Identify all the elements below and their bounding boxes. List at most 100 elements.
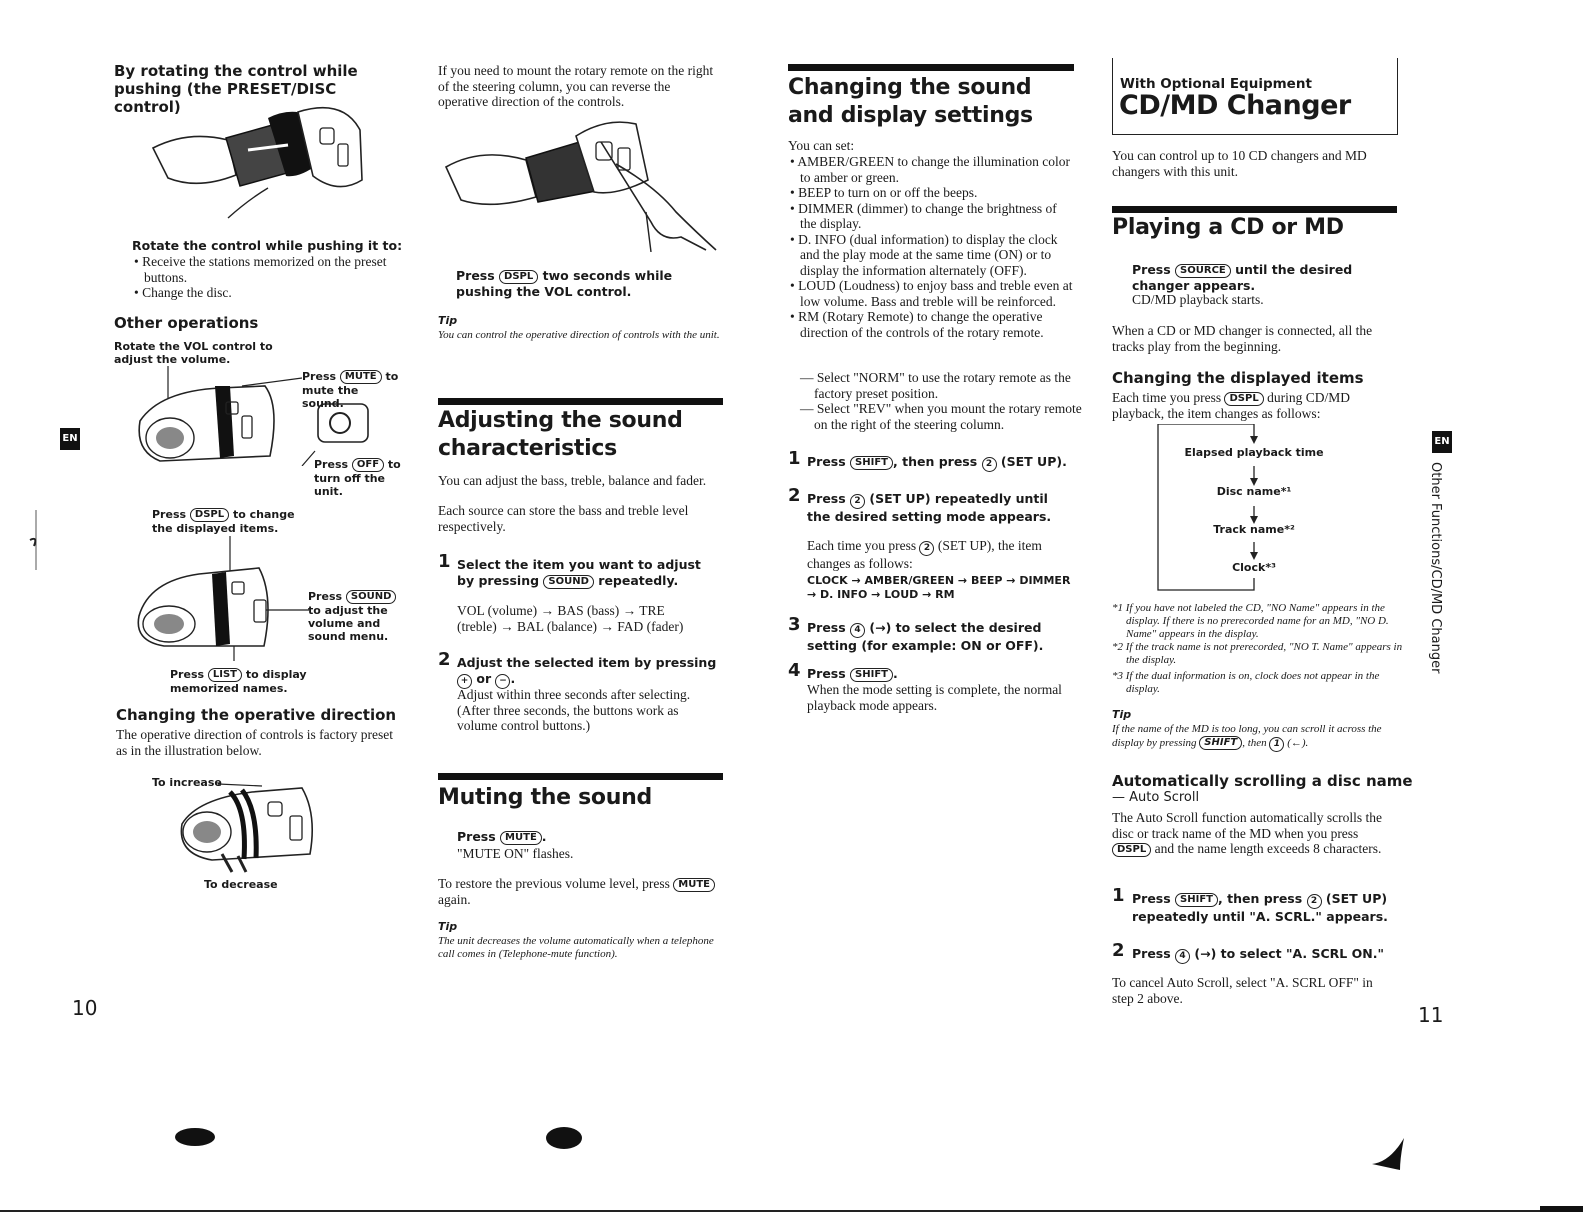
list-item: • D. INFO (dual information) to display …	[790, 231, 1058, 278]
blot-mark	[1372, 1138, 1404, 1170]
section-rule	[438, 773, 723, 780]
display-flow-diagram	[1157, 424, 1258, 591]
dspl-key: DSPL	[1224, 392, 1264, 406]
list-item: • BEEP to turn on or off the beeps.	[790, 185, 978, 200]
section-rule	[1112, 206, 1397, 213]
rotate-heading: By rotating the control while pushing (t…	[114, 62, 358, 116]
mute-tip-label: Tip	[438, 920, 458, 933]
step-number: 2	[438, 649, 451, 670]
blot-mark	[546, 1127, 582, 1149]
setup-step-4: Press SHIFT.	[807, 666, 898, 682]
tip-text: You can control the operative direction …	[438, 329, 720, 341]
press-dspl-step: Press DSPL two seconds while pushing the…	[456, 268, 673, 299]
footnote-3: *3 If the dual information is on, clock …	[1112, 670, 1380, 695]
play-text: When a CD or MD changer is connected, al…	[1112, 323, 1373, 354]
rotate-illustration	[151, 106, 363, 219]
adjust-step-2: Adjust the selected item by pressing + o…	[457, 655, 722, 689]
mute-press: Press MUTE.	[457, 829, 547, 845]
side-label: Other Functions/CD/MD Changer	[1428, 462, 1443, 674]
mute-key: MUTE	[500, 831, 542, 845]
step-number: 1	[788, 448, 801, 469]
playing-title: Playing a CD or MD	[1112, 215, 1344, 240]
adjust-title: Adjusting the sound characteristics	[438, 408, 683, 461]
auto-step-2: Press 4 (→) to select "A. SCRL ON."	[1132, 946, 1394, 964]
optional-equipment-box	[1112, 58, 1398, 135]
list-item: • DIMMER (dimmer) to change the brightne…	[790, 200, 1057, 232]
play-step: Press SOURCE until the desired changer a…	[1132, 262, 1353, 293]
num-key: 2	[919, 541, 935, 556]
bottom-rule	[0, 1210, 1583, 1212]
optional-big: CD/MD Changer	[1119, 90, 1351, 121]
shift-key: SHIFT	[1175, 893, 1218, 907]
side-label-wrap: Other Functions/CD/MD Changer	[1423, 462, 1463, 682]
mute-tip-text: The unit decreases the volume automatica…	[438, 935, 714, 960]
binding-mark	[29, 510, 37, 570]
cancel-text: To cancel Auto Scroll, select "A. SCRL O…	[1112, 975, 1373, 1006]
blot-mark	[175, 1128, 215, 1146]
list-key: LIST	[207, 668, 243, 682]
flow-elapsed: Elapsed playback time	[1184, 446, 1324, 459]
flow-disc-name: Disc name*¹	[1216, 485, 1292, 498]
shift-key: SHIFT	[850, 456, 893, 470]
flow-clock: Clock*³	[1232, 561, 1276, 574]
footnote-1: *1 If you have not labeled the CD, "NO N…	[1112, 602, 1389, 640]
right-tip-text: If the name of the MD is too long, you c…	[1112, 723, 1397, 752]
optional-text: You can control up to 10 CD changers and…	[1112, 148, 1367, 179]
mute-key: MUTE	[673, 878, 715, 892]
direction-illustration	[180, 783, 314, 873]
list-label: Press LIST to display memorized names.	[170, 668, 307, 695]
tip-label: Tip	[438, 314, 458, 327]
off-key: OFF	[351, 458, 385, 472]
auto-scroll-sub: — Auto Scroll	[1112, 790, 1200, 805]
source-key: SOURCE	[1175, 264, 1231, 278]
adjust-step-1: Select the item you want to adjust by pr…	[457, 557, 701, 589]
dspl-label: Press DSPL to change the displayed items…	[152, 508, 295, 535]
mount-text: If you need to mount the rotary remote o…	[438, 63, 714, 109]
num-key: 4	[1175, 949, 1191, 964]
adjust-sequence-b: (treble) → BAL (balance) → FAD (fader)	[457, 619, 684, 634]
sound-label: Press SOUND to adjust the volume and sou…	[308, 590, 403, 643]
you-can-set: You can set:	[788, 138, 855, 153]
adjust-text-1: You can adjust the bass, treble, balance…	[438, 473, 707, 488]
setup-sequence: CLOCK → AMBER/GREEN → BEEP → DIMMER → D.…	[807, 574, 1071, 601]
rm-sub-1: — Select "NORM" to use the rotary remote…	[800, 370, 1071, 401]
remote-illustration-1	[138, 366, 369, 466]
language-tab-right: EN	[1432, 431, 1452, 453]
step-number: 2	[1112, 940, 1125, 961]
mute-key: MUTE	[339, 370, 382, 384]
num-key: 2	[1306, 894, 1322, 909]
mute-label: Press MUTE to mute the sound.	[302, 370, 399, 410]
direction-heading: Changing the operative direction	[116, 706, 397, 724]
rotate-list: • Receive the stations memorized on the …	[132, 254, 387, 301]
auto-scroll-heading: Automatically scrolling a disc name	[1112, 772, 1413, 790]
auto-scroll-text: The Auto Scroll function automatically s…	[1112, 810, 1382, 857]
shift-key: SHIFT	[1199, 736, 1243, 750]
flow-track-name: Track name*²	[1213, 523, 1295, 536]
setup-each-time: Each time you press 2 (SET UP), the item…	[807, 538, 1042, 571]
setup-step-3: Press 4 (→) to select the desired settin…	[807, 620, 1044, 653]
mute-title: Muting the sound	[438, 785, 652, 810]
dspl-key: DSPL	[189, 508, 230, 522]
num-key: 2	[850, 494, 866, 509]
num-key: 2	[981, 457, 997, 472]
optional-small: With Optional Equipment	[1120, 76, 1312, 92]
section-rule	[788, 64, 1074, 71]
remote-illustration-2	[137, 536, 309, 661]
play-starts: CD/MD playback starts.	[1132, 292, 1264, 307]
step-number: 3	[788, 614, 801, 635]
set-items-list: • AMBER/GREEN to change the illumination…	[788, 154, 1074, 340]
off-label: Press OFF to turn off the unit.	[314, 458, 401, 498]
rm-sub-2: — Select "REV" when you mount the rotary…	[800, 401, 1082, 432]
sound-key: SOUND	[543, 575, 594, 589]
sound-key: SOUND	[345, 590, 397, 604]
step-number: 1	[438, 551, 451, 572]
direction-text: The operative direction of controls is f…	[116, 727, 394, 758]
dspl-key: DSPL	[499, 270, 539, 284]
right-tip-label: Tip	[1112, 708, 1132, 721]
list-item: • LOUD (Loudness) to enjoy bass and treb…	[790, 278, 1073, 309]
rotate-bold: Rotate the control while pushing it to:	[132, 238, 403, 253]
step-number: 1	[1112, 885, 1125, 906]
adjust-step-2-text: Adjust within three seconds after select…	[457, 687, 691, 733]
to-increase-label: To increase	[152, 776, 222, 789]
num-key: 4	[850, 623, 866, 638]
